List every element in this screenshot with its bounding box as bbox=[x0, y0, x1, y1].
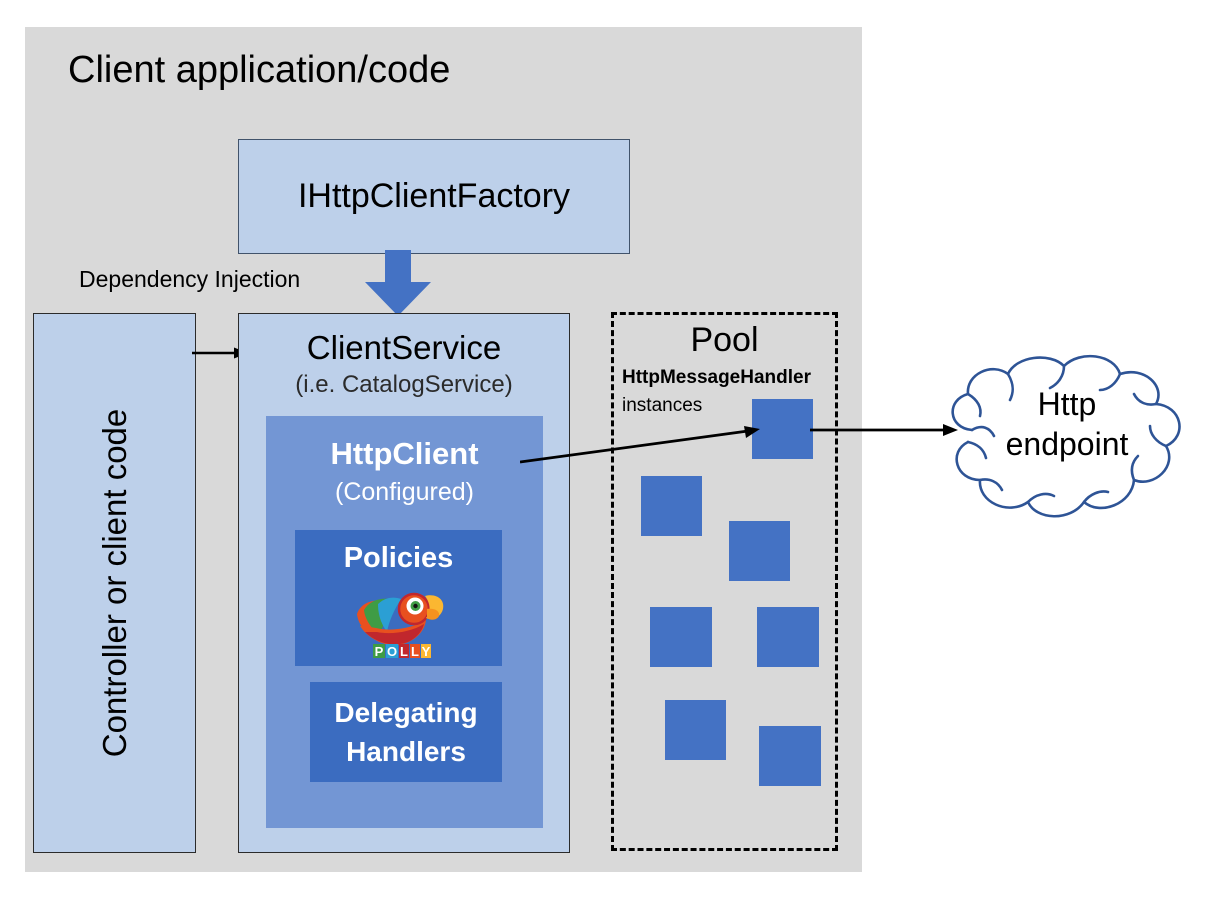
clientservice-subtitle: (i.e. CatalogService) bbox=[295, 371, 513, 398]
delegating-handlers-box[interactable]: Delegating Handlers bbox=[310, 682, 502, 782]
httpmessagehandler-instance[interactable] bbox=[665, 700, 726, 760]
arrow-clientservice-to-pool-icon bbox=[520, 426, 760, 464]
delegating-handlers-line2: Handlers bbox=[346, 736, 466, 767]
polly-parrot-logo: P O L L Y bbox=[356, 592, 443, 659]
cloud-shape-icon bbox=[951, 354, 1181, 518]
ihttpclientfactory-label: IHttpClientFactory bbox=[297, 177, 571, 215]
svg-text:O: O bbox=[386, 644, 396, 659]
httpclient-subtitle: (Configured) bbox=[335, 478, 474, 506]
svg-text:L: L bbox=[411, 644, 419, 659]
svg-text:Y: Y bbox=[421, 644, 430, 659]
client-application-title: Client application/code bbox=[68, 49, 451, 91]
httpmessagehandler-instance[interactable] bbox=[641, 476, 702, 536]
httpmessagehandler-instance[interactable] bbox=[650, 607, 712, 667]
svg-text:L: L bbox=[400, 644, 408, 659]
httpmessagehandler-instance[interactable] bbox=[752, 399, 813, 459]
httpmessagehandler-instance[interactable] bbox=[757, 607, 819, 667]
http-endpoint-cloud[interactable]: Http endpoint bbox=[938, 352, 1196, 524]
pool-subtitle-httpmessagehandler: HttpMessageHandler bbox=[622, 367, 811, 388]
down-arrow-icon bbox=[365, 250, 431, 316]
clientservice-box[interactable]: ClientService (i.e. CatalogService) Http… bbox=[238, 313, 570, 853]
pool-box[interactable]: Pool HttpMessageHandler instances bbox=[611, 312, 838, 851]
svg-text:P: P bbox=[374, 644, 383, 659]
pool-title: Pool bbox=[690, 321, 759, 359]
httpclient-title: HttpClient bbox=[330, 436, 479, 471]
httpmessagehandler-instance[interactable] bbox=[729, 521, 790, 581]
dependency-injection-label: Dependency Injection bbox=[79, 266, 301, 292]
clientservice-title: ClientService bbox=[306, 329, 502, 366]
policies-box[interactable]: Policies bbox=[295, 530, 502, 666]
httpmessagehandler-instance[interactable] bbox=[759, 726, 821, 786]
controller-or-client-code-box[interactable]: Controller or client code bbox=[33, 313, 196, 853]
httpclient-panel[interactable]: HttpClient (Configured) Policies bbox=[266, 416, 543, 828]
ihttpclientfactory-box[interactable]: IHttpClientFactory bbox=[238, 139, 630, 254]
controller-or-client-code-label: Controller or client code bbox=[95, 408, 133, 758]
pool-subtitle-instances: instances bbox=[622, 395, 703, 416]
delegating-handlers-line1: Delegating bbox=[334, 696, 478, 728]
policies-title: Policies bbox=[343, 542, 454, 574]
arrow-pool-to-endpoint-icon bbox=[810, 424, 958, 436]
